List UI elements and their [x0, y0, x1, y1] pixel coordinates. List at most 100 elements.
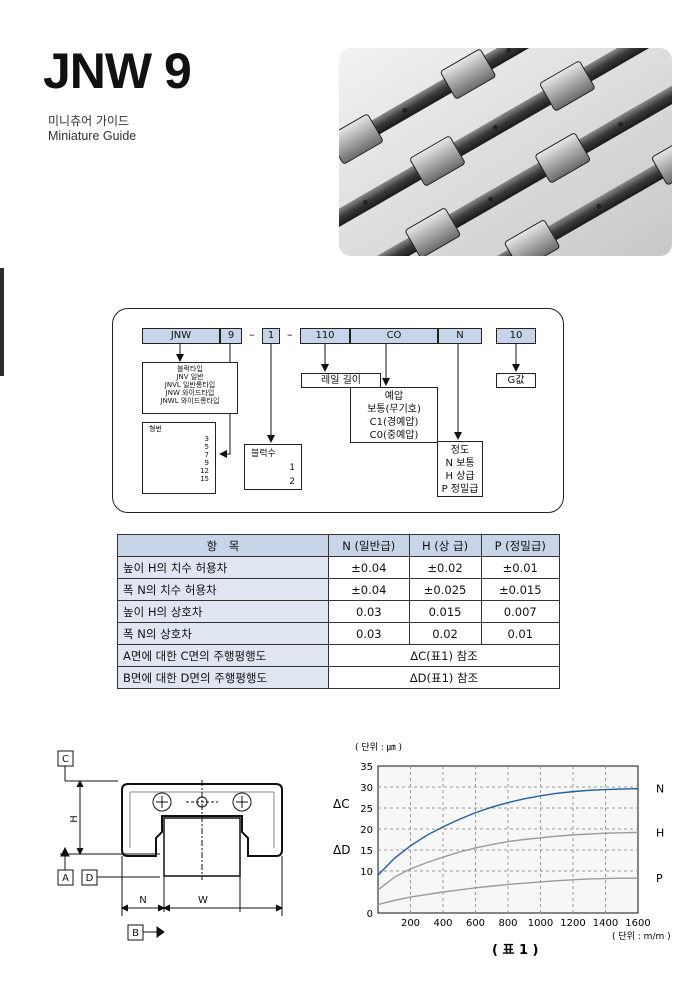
parallelism-chart: ( 단위 : ㎛ ) ( 단위 : m/m ) ( 표 1 ) ΔC ΔD 20…: [333, 742, 671, 956]
accuracy-item: N 보통: [445, 458, 475, 469]
cell-value: ±0.015: [480, 578, 560, 601]
code-size: 9: [220, 328, 242, 344]
block-count-title: 블럭수: [251, 449, 276, 459]
chart-ylabel-dd: ΔD: [333, 843, 350, 857]
preload-item: C0(중예압): [369, 430, 419, 441]
x-tick-label: 1400: [593, 918, 618, 929]
x-tick-label: 1200: [560, 918, 585, 929]
row-label: 폭 N의 상호차: [117, 622, 329, 645]
label-c: C: [62, 754, 69, 765]
cell-value: ±0.04: [328, 578, 410, 601]
x-tick-label: 1000: [528, 918, 553, 929]
block-count-value: 1: [289, 463, 295, 473]
preload-title: 예압: [384, 391, 404, 402]
block-type-item: JNVL 일반롱타입: [164, 381, 216, 389]
subtitle-english: Miniature Guide: [48, 129, 137, 143]
chart-y-unit: ( 단위 : ㎛ ): [355, 742, 402, 753]
x-tick-label: 600: [466, 918, 485, 929]
cell-value: ±0.02: [408, 556, 482, 579]
x-tick-label: 400: [433, 918, 452, 929]
size-value: 15: [200, 475, 209, 483]
x-tick-label: 1600: [625, 918, 650, 929]
series-line-n: [377, 787, 639, 876]
label-w: W: [198, 895, 208, 906]
g-value-box: G값: [496, 373, 536, 388]
row-label: A면에 대한 C면의 주행평행도: [117, 644, 329, 667]
y-tick-label: 10: [360, 867, 373, 878]
table-row: 폭 N의 상호차 0.03 0.02 0.01: [117, 622, 560, 645]
size-value: 9: [204, 459, 209, 467]
block-type-title: 블럭타입: [177, 365, 203, 373]
accuracy-spec-table: 항 목 N (일반급) H (상 급) P (정밀급) 높이 H의 치수 허용차…: [117, 534, 560, 689]
row-label: 높이 H의 치수 허용차: [117, 556, 329, 579]
side-tab-marker: [0, 268, 4, 376]
table-row: 높이 H의 상호차 0.03 0.015 0.007: [117, 600, 560, 623]
label-n: N: [139, 895, 146, 906]
y-tick-label: 20: [360, 825, 373, 836]
cell-value: 0.01: [480, 622, 560, 645]
block-type-box: 블럭타입 JNV 일반 JNVL 일반롱타입 JNW 와이드타입 JNWL 와이…: [142, 362, 238, 414]
preload-item: 보통(무기호): [367, 404, 421, 415]
size-title: 형번: [149, 425, 162, 433]
code-rail-length: 110: [300, 328, 350, 344]
cell-value: 0.02: [408, 622, 482, 645]
subtitle-korean: 미니츄어 가이드: [48, 114, 130, 128]
chart-ylabel-dc: ΔC: [333, 797, 350, 811]
size-value: 12: [200, 467, 209, 475]
code-series: JNW: [142, 328, 220, 344]
preload-item: C1(경예압): [369, 417, 419, 428]
ordering-code-panel: [112, 308, 564, 513]
col-header-high: H (상 급): [408, 534, 482, 557]
page-title: JNW 9: [43, 43, 192, 99]
table-header-row: 항 목 N (일반급) H (상 급) P (정밀급): [117, 534, 560, 557]
col-header-precision: P (정밀급): [480, 534, 560, 557]
size-box: 형번 3 5 7 9 12 15: [142, 422, 216, 494]
label-a: A: [62, 873, 69, 884]
product-photo: [339, 48, 672, 256]
accuracy-item: H 상급: [445, 471, 475, 482]
y-tick-label: 0: [367, 909, 373, 920]
cell-value: 0.03: [328, 600, 410, 623]
accuracy-box: 정도 N 보통 H 상급 P 정밀급: [437, 441, 483, 497]
code-preload: CO: [350, 328, 438, 344]
row-label: B면에 대한 D면의 주행평행도: [117, 666, 329, 689]
size-value: 5: [204, 443, 209, 451]
table-row: 높이 H의 치수 허용차 ±0.04 ±0.02 ±0.01: [117, 556, 560, 579]
series-label-p: P: [656, 872, 663, 885]
label-d: D: [86, 873, 94, 884]
cell-value: 0.007: [480, 600, 560, 623]
y-tick-label: 30: [360, 783, 373, 794]
table-row: A면에 대한 C면의 주행평행도 ΔC(표1) 참조: [117, 644, 560, 667]
cell-value: ±0.01: [480, 556, 560, 579]
series-label-h: H: [656, 826, 664, 839]
cell-value: ΔD(표1) 참조: [328, 666, 560, 689]
y-tick-label: 35: [360, 762, 373, 773]
y-tick-label: 15: [360, 846, 373, 857]
table-row: B면에 대한 D면의 주행평행도 ΔD(표1) 참조: [117, 666, 560, 689]
x-tick-label: 800: [498, 918, 517, 929]
block-type-item: JNWL 와이드롱타입: [160, 397, 220, 405]
cell-value: ΔC(표1) 참조: [328, 644, 560, 667]
code-blocks: 1: [262, 328, 280, 344]
col-header-normal: N (일반급): [328, 534, 410, 557]
cell-value: 0.015: [408, 600, 482, 623]
row-label: 폭 N의 치수 허용차: [117, 578, 329, 601]
code-accuracy: N: [438, 328, 482, 344]
table-row: 폭 N의 치수 허용차 ±0.04 ±0.025 ±0.015: [117, 578, 560, 601]
cross-section-diagram: C H A D N W B: [57, 750, 284, 941]
block-type-item: JNV 일반: [176, 373, 204, 381]
block-type-item: JNW 와이드타입: [165, 389, 215, 397]
accuracy-item: P 정밀급: [441, 484, 479, 495]
x-tick-label: 200: [401, 918, 420, 929]
chart-x-unit: ( 단위 : m/m ): [612, 931, 671, 942]
y-tick-label: 25: [360, 804, 373, 815]
col-header-item: 항 목: [117, 534, 329, 557]
cell-value: ±0.04: [328, 556, 410, 579]
chart-caption: ( 표 1 ): [492, 943, 538, 956]
row-label: 높이 H의 상호차: [117, 600, 329, 623]
preload-box: 예압 보통(무기호) C1(경예압) C0(중예압): [350, 387, 438, 443]
cell-value: ±0.025: [408, 578, 482, 601]
size-value: 7: [204, 451, 209, 459]
code-g-value: 10: [496, 328, 536, 344]
block-count-value: 2: [289, 477, 295, 487]
